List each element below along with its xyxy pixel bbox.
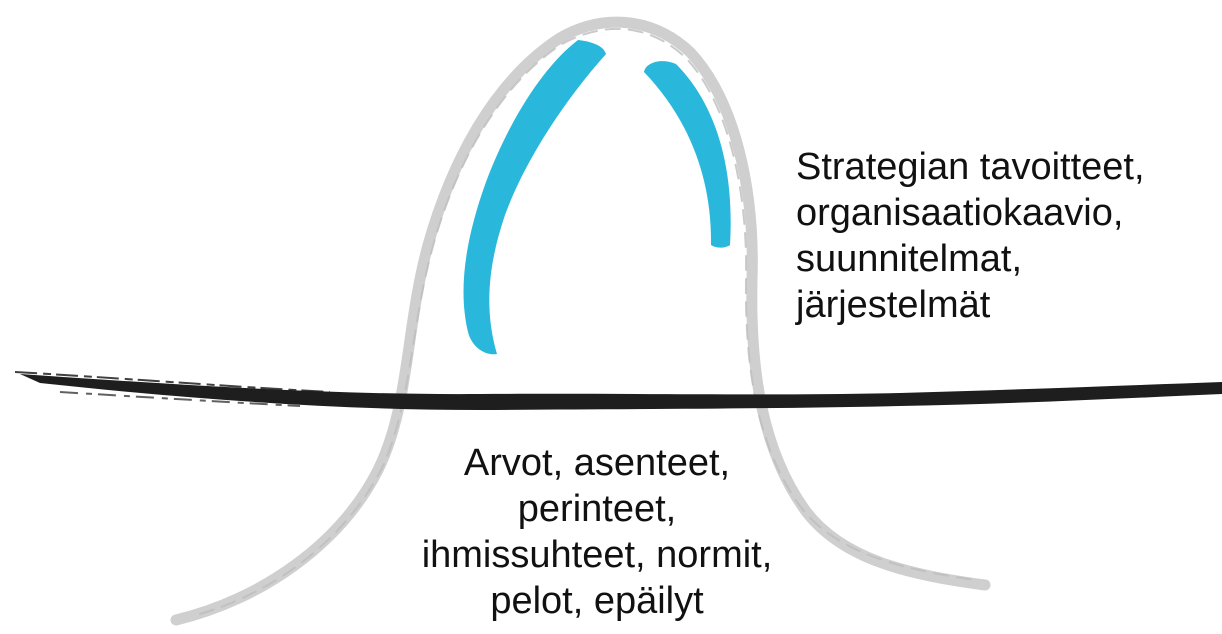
tip-highlight-left	[464, 40, 606, 354]
below-surface-label: Arvot, asenteet, perinteet, ihmissuhteet…	[352, 440, 842, 624]
above-surface-line: järjestelmät	[796, 282, 1145, 328]
below-surface-line: pelot, epäilyt	[352, 578, 842, 624]
waterline-stroke	[20, 374, 1222, 410]
below-surface-line: perinteet,	[352, 486, 842, 532]
above-surface-label: Strategian tavoitteet, organisaatiokaavi…	[796, 144, 1145, 328]
below-surface-line: Arvot, asenteet,	[352, 440, 842, 486]
above-surface-line: organisaatiokaavio,	[796, 190, 1145, 236]
above-surface-line: suunnitelmat,	[796, 236, 1145, 282]
above-surface-line: Strategian tavoitteet,	[796, 144, 1145, 190]
below-surface-line: ihmissuhteet, normit,	[352, 532, 842, 578]
waterline	[15, 372, 1222, 410]
